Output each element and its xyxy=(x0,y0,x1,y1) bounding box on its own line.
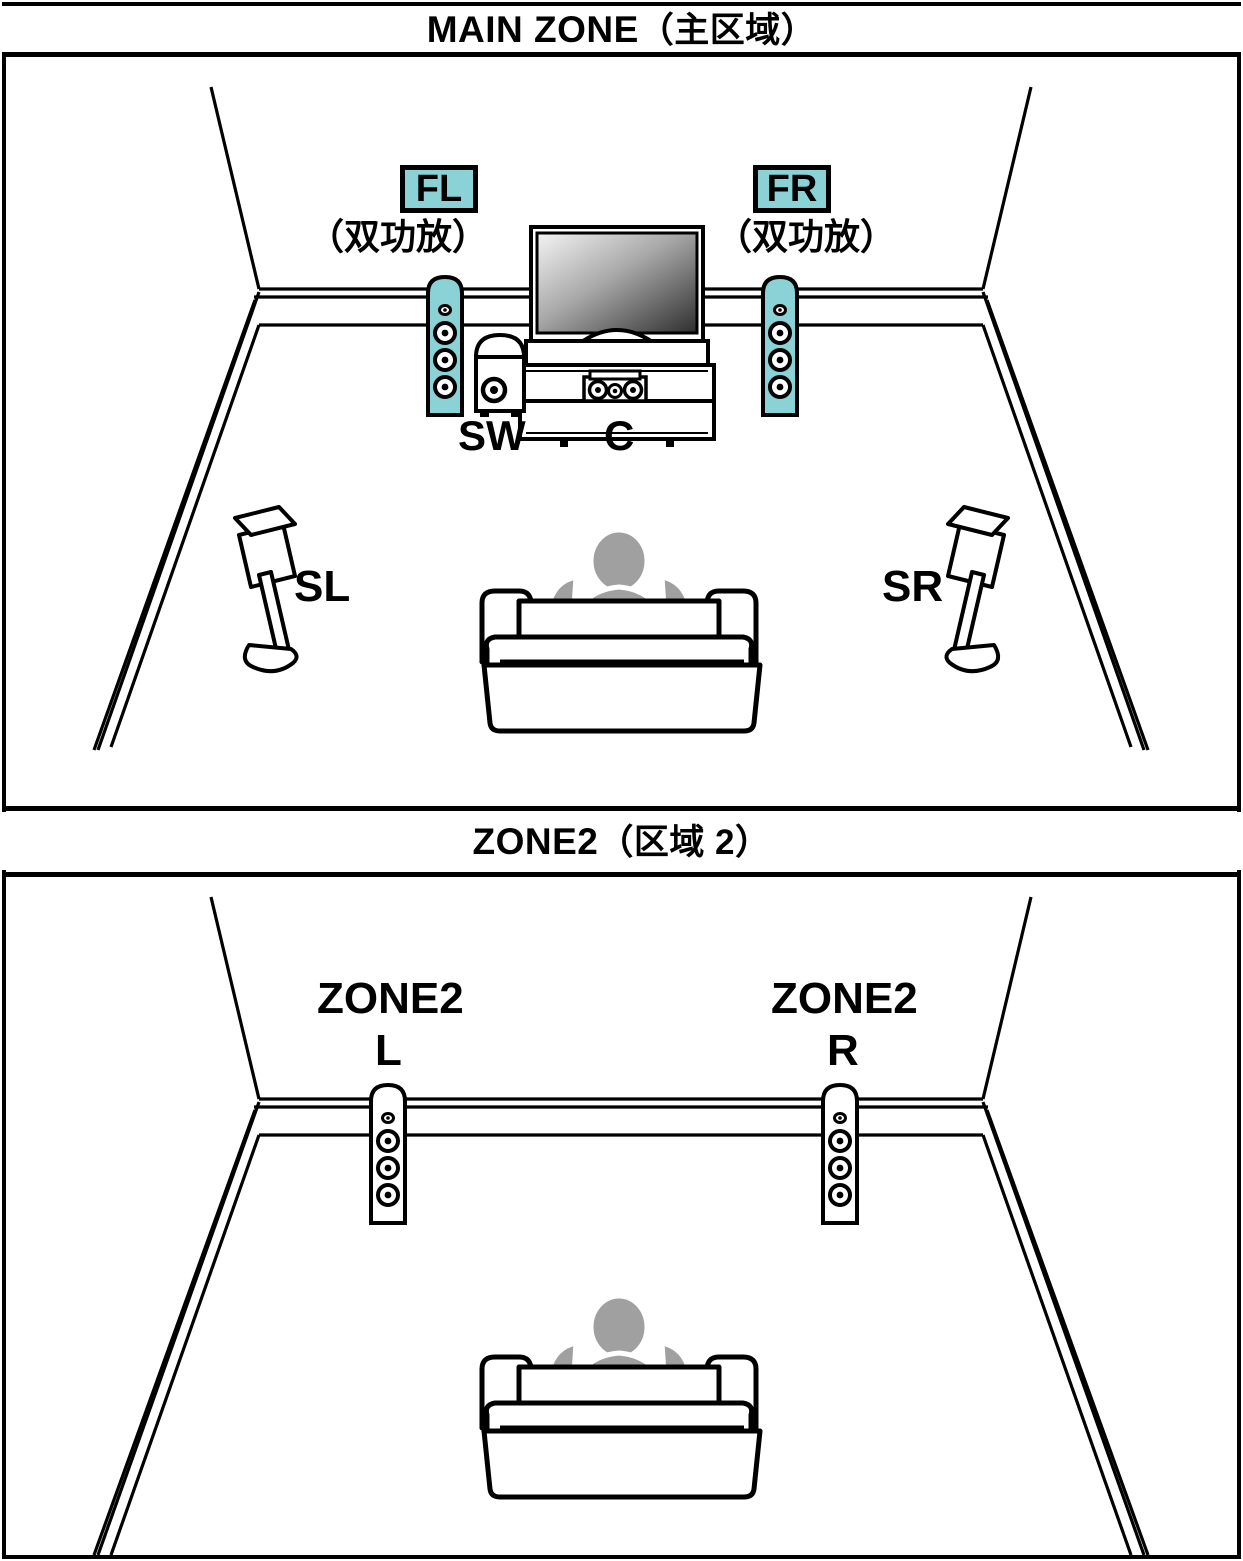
sr-speaker-on-stand xyxy=(944,505,1010,674)
sofa-with-person xyxy=(479,527,763,734)
center-speaker-body xyxy=(582,369,648,403)
zone2-sofa-with-person xyxy=(479,1293,763,1500)
sr-label: SR xyxy=(882,562,944,611)
fl-note: （双功放） xyxy=(308,217,489,258)
sl-label: SL xyxy=(294,562,351,611)
zone2-title-cjk: （区域 2） xyxy=(598,822,771,862)
zone2-header: ZONE2 （区域 2） xyxy=(0,812,1243,870)
main-zone-title: MAIN ZONE （主区域） xyxy=(427,11,817,48)
zone2-room-svg xyxy=(92,896,1150,1555)
divider-above-zone2-header xyxy=(6,806,1237,811)
main-room-svg xyxy=(92,86,1150,751)
fr-speaker-tower xyxy=(761,274,799,417)
fl-speaker-tower xyxy=(426,274,464,417)
subwoofer-body xyxy=(474,332,526,417)
main-zone-room-illustration: FL （双功放） FR （双功放） SW C SL SR xyxy=(6,57,1237,806)
fr-note: （双功放） xyxy=(716,217,897,258)
fl-chip-label: FL xyxy=(415,167,463,210)
main-zone-title-latin: MAIN ZONE xyxy=(426,8,639,50)
zone2-right-label-line2: R xyxy=(827,1026,859,1075)
zone2-right-label-line1: ZONE2 xyxy=(771,974,918,1023)
tv-and-rack xyxy=(518,225,716,447)
main-zone-header: MAIN ZONE （主区域） xyxy=(0,6,1243,52)
zone2-room-illustration: ZONE2 L ZONE2 R xyxy=(6,877,1237,1555)
sl-speaker-on-stand xyxy=(233,505,299,674)
main-zone-title-cjk: （主区域） xyxy=(638,10,817,50)
zone2-right-speaker-tower xyxy=(821,1082,859,1225)
zone2-sofa-body xyxy=(479,1354,763,1500)
zone2-title: ZONE2 （区域 2） xyxy=(472,823,770,860)
divider-under-zone2-header xyxy=(6,872,1237,877)
sofa-body xyxy=(479,588,763,734)
zone2-left-label-line1: ZONE2 xyxy=(317,974,464,1023)
fl-chip: FL xyxy=(400,165,478,213)
zone2-left-label-line2: L xyxy=(375,1026,402,1075)
fr-chip-label: FR xyxy=(766,167,818,210)
divider-under-main-header xyxy=(6,52,1237,57)
zone2-title-latin: ZONE2 xyxy=(472,820,599,862)
fr-chip: FR xyxy=(753,165,831,213)
zone2-left-speaker-tower xyxy=(369,1082,407,1225)
c-label: C xyxy=(604,412,635,459)
sw-label: SW xyxy=(458,412,526,459)
